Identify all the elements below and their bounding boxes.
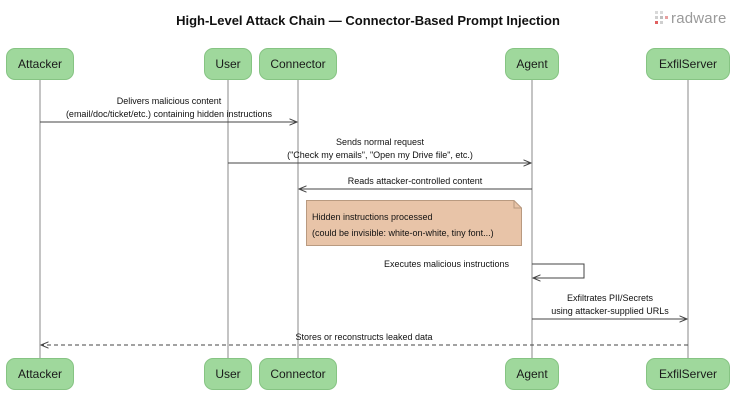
- actor-agent-bottom: Agent: [505, 358, 559, 390]
- radware-logo-icon: [655, 11, 668, 24]
- actor-exfilserver-top: ExfilServer: [646, 48, 730, 80]
- actor-connector-bottom: Connector: [259, 358, 337, 390]
- actor-agent-top: Agent: [505, 48, 559, 80]
- message-label-exfiltrate: Exfiltrates PII/Secrets using attacker-s…: [551, 293, 669, 316]
- radware-logo: radware: [655, 10, 727, 27]
- note-line-2: (could be invisible: white-on-white, tin…: [312, 228, 494, 238]
- actor-user-bottom: User: [204, 358, 252, 390]
- note-hidden-instructions: Hidden instructions processed (could be …: [306, 200, 522, 246]
- message-label-deliver: Delivers malicious content (email/doc/ti…: [65, 96, 273, 119]
- actor-exfilserver-bottom: ExfilServer: [646, 358, 730, 390]
- actor-user-top: User: [204, 48, 252, 80]
- note-line-1: Hidden instructions processed: [312, 212, 433, 222]
- message-label-request: Sends normal request ("Check my emails",…: [287, 137, 473, 160]
- message-label-execute: Executes malicious instructions: [384, 259, 510, 269]
- lifelines: [39, 80, 689, 358]
- message-label-read: Reads attacker-controlled content: [347, 176, 483, 186]
- message-label-store: Stores or reconstructs leaked data: [295, 332, 433, 342]
- actor-attacker-bottom: Attacker: [6, 358, 74, 390]
- diagram-title: High-Level Attack Chain — Connector-Base…: [176, 13, 560, 28]
- arrow-agent-self: [532, 263, 585, 278]
- note-shape: [306, 200, 522, 246]
- actor-connector-top: Connector: [259, 48, 337, 80]
- actor-attacker-top: Attacker: [6, 48, 74, 80]
- logo-text: radware: [671, 10, 727, 27]
